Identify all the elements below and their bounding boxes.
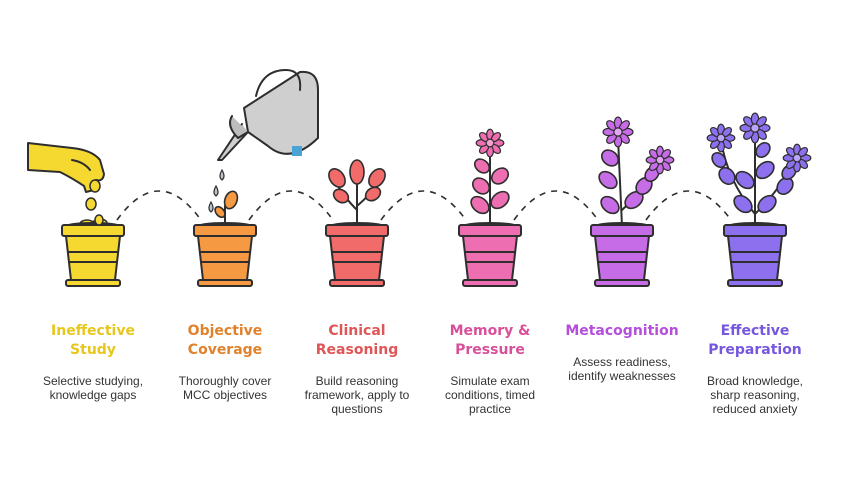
flower-icon [602,116,634,148]
stage-title-line: Coverage [187,342,263,358]
water-drop-icon [208,168,225,213]
leaf-icon [470,195,490,215]
dashed-connector [116,190,202,221]
leaf-icon [471,177,491,195]
flower-icon [706,123,736,153]
dashed-connector [248,190,334,221]
leaf-icon [735,170,755,190]
stage-title-line: Study [70,342,116,358]
flower-pot [458,222,522,287]
stage-title: Metacognition [552,322,692,341]
flower-icon [645,145,675,175]
leaf-icon [368,168,386,188]
stage-description-line: sharp reasoning, [710,388,800,402]
leaf-icon [600,149,620,167]
leaf-icon [600,195,620,215]
stage-description-line: practice [468,402,512,416]
dashed-connector [513,190,599,221]
leaf-icon [598,170,618,190]
stage-title-line: Objective [187,323,263,339]
watering-can-icon [217,69,319,161]
dashed-connector [380,190,467,221]
flower-icon [782,143,812,173]
stage-description-line: reduced anxiety [712,402,798,416]
flower-icon [739,112,771,144]
stage-description: Broad knowledge,sharp reasoning,reduced … [685,374,825,416]
flower-pot [325,222,389,287]
leaf-icon [349,159,365,185]
plant-one-flower [470,128,510,227]
stage-title: Memory & Pressure [420,322,560,360]
plant-seedling [328,159,386,227]
stage-description-line: conditions, timed [444,388,536,402]
stage-description-line: identify weaknesses [568,369,676,383]
coin-icon [85,179,104,226]
stage-title-line: Clinical [328,323,386,339]
flower-pot [61,222,125,287]
stage-title-line: Memory & [449,323,531,339]
stage-title-line: Ineffective [51,323,135,339]
stage-description-line: Simulate exam [450,374,530,388]
stage-description-line: Assess readiness, [573,355,671,369]
plant-two-flowers [598,116,675,227]
leaf-icon [328,168,346,188]
leaf-icon [364,186,382,202]
stage-description-line: framework, apply to [304,388,410,402]
stage-description-line: Selective studying, [42,374,144,388]
stage-title-line: Effective [720,323,790,339]
stage-description-line: Thoroughly cover [178,374,272,388]
stage-description-line: MCC objectives [182,388,268,402]
leaf-icon [757,194,777,214]
leaf-icon [733,194,753,214]
leaf-icon [332,188,350,204]
stage-description-line: knowledge gaps [49,388,137,402]
flower-pot [723,222,787,287]
stage-title-line: Reasoning [315,342,399,358]
stage-title-line: Metacognition [565,323,679,339]
flower-pot [193,222,257,287]
leaf-icon [214,205,226,219]
stage-title-line: Pressure [455,342,525,358]
hand-icon [27,142,105,193]
dashed-connector [645,190,732,221]
stage-description-line: Build reasoning [315,374,399,388]
leaf-icon [755,160,775,180]
leaf-icon [473,158,491,174]
leaf-icon [711,151,727,169]
stage-description: Assess readiness,identify weaknesses [552,355,692,383]
stage-description-line: Broad knowledge, [706,374,804,388]
stem [617,137,623,227]
leaf-icon [755,141,771,159]
stage-title-line: Preparation [708,342,802,358]
flower-icon [475,128,505,158]
leaf-icon [223,190,239,210]
leaf-icon [490,167,510,185]
stage-description-line: questions [331,402,383,416]
stage-description: Selective studying,knowledge gaps [23,374,163,402]
flower-pot [590,222,654,287]
leaf-icon [490,190,510,210]
leaf-icon [718,166,736,186]
plant-full-bloom [706,112,812,227]
